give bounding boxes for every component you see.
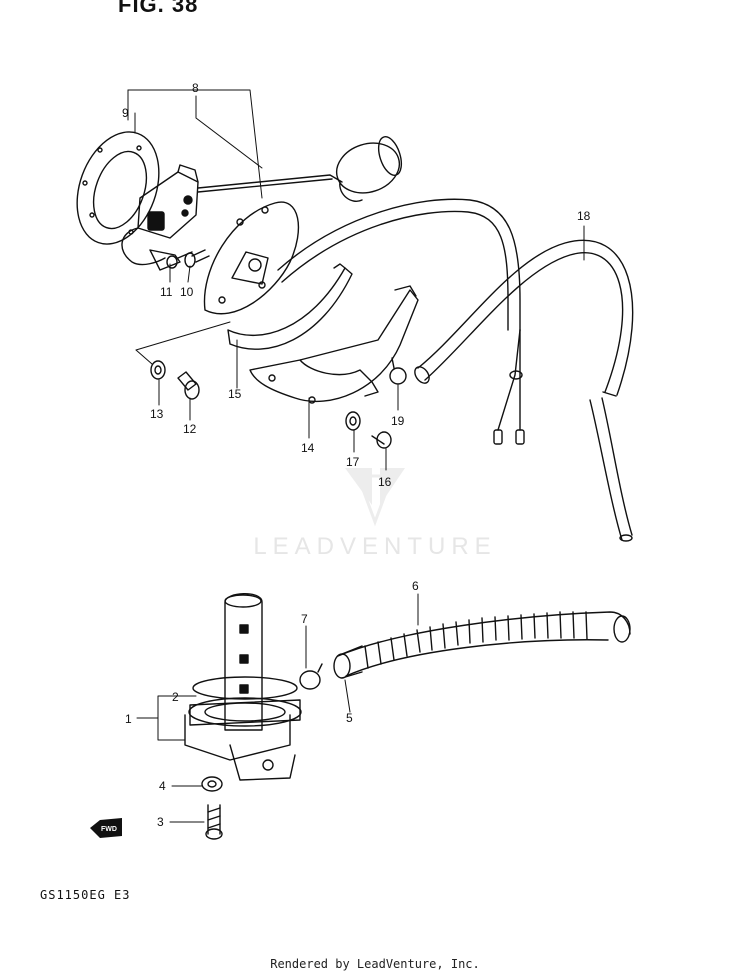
callout-3: 3: [157, 815, 164, 829]
callout-17: 17: [346, 455, 360, 469]
washer-4: [201, 776, 223, 792]
bolt-12: [177, 371, 200, 400]
fwd-arrow-icon: FWD: [90, 818, 122, 838]
callout-1: 1: [125, 712, 132, 726]
clip-7: [299, 663, 323, 690]
callout-7: 7: [301, 612, 308, 626]
screw-10: [184, 249, 210, 268]
callout-5: 5: [346, 711, 353, 725]
heat-shield-15: [227, 263, 353, 350]
callout-13: 13: [150, 407, 164, 421]
callout-6: 6: [412, 579, 419, 593]
callout-19: 19: [391, 414, 405, 428]
bolt-16: [371, 431, 392, 449]
clamp-19: [389, 357, 407, 385]
callout-labels: 8 9 11 10 13 12 15 14 17 16 19 18 6 7 2 …: [122, 81, 591, 829]
watermark-text: LEADVENTURE: [253, 533, 497, 560]
fwd-label: FWD: [101, 826, 117, 833]
callout-18: 18: [577, 209, 591, 223]
washer-11: [166, 251, 193, 269]
callout-10: 10: [180, 285, 194, 299]
fuel-hose-6: [337, 611, 631, 677]
callout-15: 15: [228, 387, 242, 401]
callout-11: 11: [160, 285, 173, 299]
footer-credit: Rendered by LeadVenture, Inc.: [270, 957, 480, 971]
callout-12: 12: [183, 422, 197, 436]
model-code: GS1150EG E3: [40, 888, 131, 902]
callout-9: 9: [122, 106, 129, 120]
callout-4: 4: [159, 779, 166, 793]
screw-3: [205, 804, 223, 840]
leader-lines: [127, 89, 585, 823]
float: [335, 136, 403, 202]
fuel-gauge-sender: [121, 164, 343, 271]
gasket-ring: [76, 131, 160, 245]
fuel-hose-18: [277, 198, 634, 542]
figure-title: FIG. 38: [118, 0, 199, 17]
nut-13: [150, 360, 166, 380]
callout-14: 14: [301, 441, 315, 455]
tank-plate: [203, 201, 300, 315]
wire-leads: [493, 329, 525, 445]
callout-16: 16: [378, 475, 392, 489]
callout-2: 2: [172, 690, 179, 704]
callout-8: 8: [192, 81, 199, 95]
hose-fitting-5: [333, 645, 363, 679]
o-ring-2: [192, 676, 298, 700]
nut-17: [345, 411, 361, 431]
fuel-cock-assembly: [184, 593, 302, 781]
